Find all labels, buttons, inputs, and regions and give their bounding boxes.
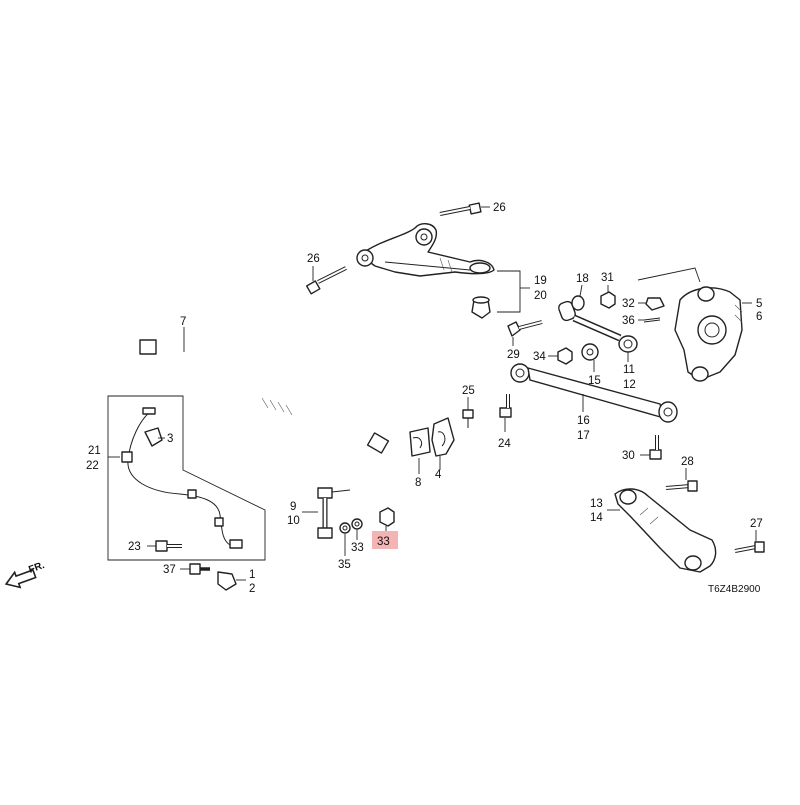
callout-24[interactable]: 24: [498, 438, 511, 450]
washer-15[interactable]: [581, 343, 599, 361]
callout-27[interactable]: 27: [750, 518, 763, 530]
trailing-arm[interactable]: [614, 488, 717, 573]
callout-10[interactable]: 10: [287, 515, 300, 527]
nut-31[interactable]: [600, 291, 616, 309]
callout-1[interactable]: 1: [249, 569, 255, 581]
callout-29[interactable]: 29: [507, 349, 520, 361]
clip-1-2[interactable]: [217, 571, 237, 591]
bolt-23[interactable]: [155, 540, 182, 552]
callout-33-highlighted[interactable]: 33: [377, 536, 390, 548]
callout-32[interactable]: 32: [622, 298, 635, 310]
callout-26-left[interactable]: 26: [307, 253, 320, 265]
callout-4[interactable]: 4: [435, 469, 442, 481]
front-direction-arrow: [4, 568, 37, 589]
callout-28[interactable]: 28: [681, 456, 694, 468]
callout-20[interactable]: 20: [534, 290, 547, 302]
front-arrow-label: FR.: [27, 560, 46, 576]
callout-9[interactable]: 9: [290, 501, 296, 513]
nut-33[interactable]: [351, 518, 363, 530]
callout-26-upper[interactable]: 26: [493, 202, 506, 214]
callout-5[interactable]: 5: [756, 298, 762, 310]
pin-36[interactable]: [643, 317, 661, 323]
callout-37[interactable]: 37: [163, 564, 176, 576]
callout-21[interactable]: 21: [88, 445, 101, 457]
bolt-37[interactable]: [189, 563, 210, 575]
bolt-27[interactable]: [734, 541, 765, 553]
stabilizer-bushing-collar-left: [139, 339, 157, 355]
bolt-30[interactable]: [649, 435, 662, 460]
bushing-holder[interactable]: [431, 417, 455, 457]
callout-15[interactable]: 15: [588, 375, 601, 387]
callout-23[interactable]: 23: [128, 541, 141, 553]
callout-12[interactable]: 12: [623, 379, 636, 391]
callout-22[interactable]: 22: [86, 460, 99, 472]
callout-34[interactable]: 34: [533, 351, 546, 363]
ball-joint-boot[interactable]: [471, 296, 491, 319]
bolt-26-left[interactable]: [305, 266, 347, 295]
callout-14[interactable]: 14: [590, 512, 603, 524]
callout-6[interactable]: 6: [756, 311, 762, 323]
diagram-code: T6Z4B2900: [708, 584, 761, 595]
stabilizer-bushing-collar-right: [366, 432, 390, 454]
upper-arm[interactable]: [356, 223, 495, 277]
callout-35[interactable]: 35: [338, 559, 351, 571]
stabilizer-link[interactable]: [317, 487, 351, 539]
bolt-24[interactable]: [499, 394, 512, 418]
callout-13[interactable]: 13: [590, 498, 603, 510]
callout-8[interactable]: 8: [415, 477, 421, 489]
stabilizer-bushing[interactable]: [409, 427, 431, 457]
highlight-box: [372, 531, 398, 549]
callout-31[interactable]: 31: [601, 272, 614, 284]
control-rod[interactable]: [557, 300, 638, 353]
knuckle[interactable]: [674, 286, 743, 382]
nut-33-highlighted[interactable]: [379, 507, 395, 527]
callout-33-upper[interactable]: 33: [351, 542, 364, 554]
callout-30[interactable]: 30: [622, 450, 635, 462]
callout-19[interactable]: 19: [534, 275, 547, 287]
callout-17[interactable]: 17: [577, 430, 590, 442]
callout-18[interactable]: 18: [576, 273, 589, 285]
callout-7[interactable]: 7: [180, 316, 186, 328]
callout-3[interactable]: 3: [167, 433, 173, 445]
callout-25[interactable]: 25: [462, 385, 475, 397]
callout-36[interactable]: 36: [622, 315, 635, 327]
abs-sensor-group-frame: [107, 395, 266, 561]
lower-arm[interactable]: [510, 363, 678, 423]
nut-35[interactable]: [339, 522, 351, 534]
callout-16[interactable]: 16: [577, 415, 590, 427]
bolt-26-upper[interactable]: [439, 202, 482, 216]
callout-11[interactable]: 11: [623, 364, 635, 376]
clip-32[interactable]: [645, 297, 665, 311]
bolt-29[interactable]: [507, 320, 543, 337]
abs-wheel-sensor[interactable]: [121, 407, 243, 549]
sensor-bracket-3[interactable]: [144, 427, 163, 447]
bolt-28[interactable]: [665, 480, 698, 492]
bushing-18[interactable]: [571, 295, 585, 311]
stabilizer-bar[interactable]: [19, 336, 404, 495]
bolt-25[interactable]: [462, 409, 474, 428]
nut-34[interactable]: [557, 347, 573, 365]
callout-2[interactable]: 2: [249, 583, 255, 595]
